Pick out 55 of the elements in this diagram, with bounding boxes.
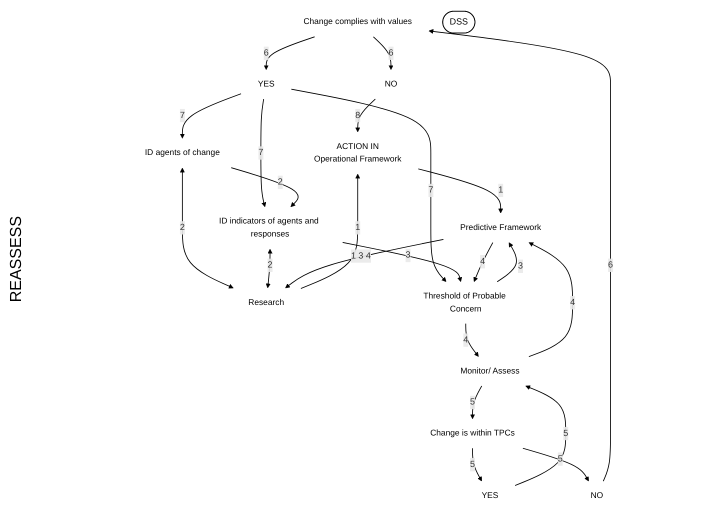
arrow: [522, 448, 589, 482]
node-text: Change complies with values: [303, 16, 412, 26]
arrow: [260, 98, 266, 208]
node-text: NO: [384, 79, 398, 89]
edge-label: 4: [480, 256, 486, 266]
edge-label: 5: [470, 397, 476, 407]
edge-label: 2: [268, 260, 273, 270]
arrow: [355, 98, 376, 132]
edge-label: 4: [570, 298, 576, 308]
arrow: [180, 168, 234, 288]
arrow: [372, 36, 394, 70]
edge-label: 2: [180, 222, 185, 232]
edge-label: 6: [264, 48, 269, 58]
edge-label: 2: [278, 177, 283, 187]
arrow: [465, 323, 479, 357]
arrow: [418, 168, 504, 214]
arrow: [528, 242, 574, 358]
edge-label: 1 3 4: [350, 251, 371, 261]
node-text: YES: [258, 79, 275, 89]
edge-label: 5: [470, 460, 476, 470]
node-text: YES: [482, 490, 498, 500]
arrow: [514, 385, 566, 486]
arrow: [470, 386, 482, 420]
node-text: ID indicators of agents and responses: [219, 216, 319, 238]
node-text: Threshold of Probable Concern: [423, 291, 506, 314]
edge-label: 6: [388, 48, 394, 58]
edge-label: 5: [563, 428, 568, 438]
arrow: [180, 93, 242, 139]
edge-label: 4: [463, 335, 468, 345]
node-text: Change is within TPCs: [430, 428, 515, 438]
arrow: [496, 242, 517, 282]
edge-label: 3: [518, 261, 523, 271]
node-text: NO: [590, 490, 604, 500]
arrow: [342, 242, 462, 282]
arrow: [290, 88, 446, 282]
node-text: Research: [248, 298, 284, 308]
arrow: [230, 167, 299, 208]
node-text: Predictive Framework: [460, 222, 542, 232]
arrow: [285, 239, 444, 288]
side-label: REASSESS: [8, 216, 26, 302]
arrow: [473, 242, 494, 282]
node-text: Monitor/ Assess: [460, 366, 520, 376]
edge-label: 7: [180, 110, 185, 120]
edge-label: 7: [428, 185, 434, 195]
edge-label: 8: [355, 110, 360, 120]
edge-label: 7: [258, 148, 264, 158]
edge-label: 3: [406, 250, 411, 260]
node-text: ACTION IN Operational Framework: [314, 142, 402, 164]
node-text: ID agents of change: [144, 148, 220, 158]
edge-label: 6: [608, 260, 614, 270]
arrow: [264, 36, 316, 70]
edge-label: 1: [355, 222, 360, 232]
arrow: [300, 174, 360, 289]
edge-label: 5: [558, 454, 563, 464]
edge-label: 1: [498, 185, 504, 195]
